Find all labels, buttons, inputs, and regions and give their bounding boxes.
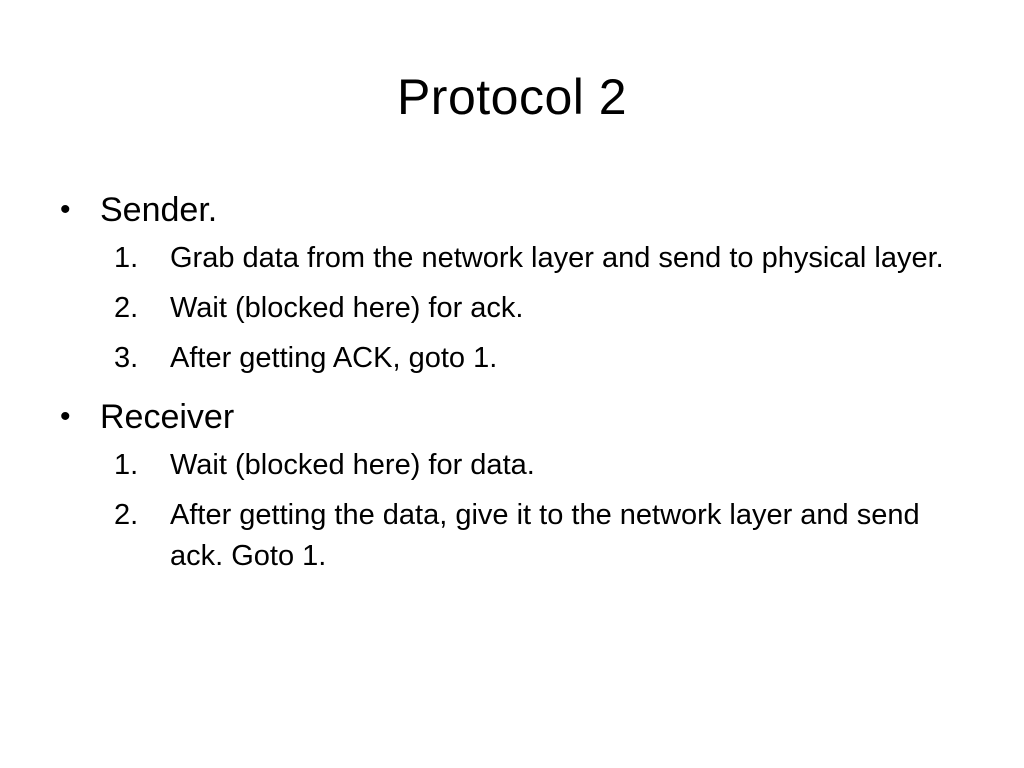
slide-title: Protocol 2 <box>396 69 628 125</box>
step-number: 3. <box>114 342 139 374</box>
section-label: Receiver <box>100 398 235 436</box>
section-label: Sender. <box>100 191 218 229</box>
slide-content: • Sender. 1. Grab data from the network … <box>58 182 958 586</box>
step-text: Wait (blocked here) for ack. <box>170 292 524 324</box>
step-text: After getting the data, give it to the n… <box>170 499 920 572</box>
step-number: 2. <box>114 499 139 531</box>
section-sender: • Sender. <box>58 182 958 238</box>
step-number: 1. <box>114 242 139 274</box>
section-receiver: • Receiver <box>58 389 958 445</box>
step-number: 1. <box>114 449 139 481</box>
list-item: 1. Wait (blocked here) for data. <box>114 445 958 486</box>
receiver-steps: 1. Wait (blocked here) for data. 2. Afte… <box>114 445 958 577</box>
list-item: 2. After getting the data, give it to th… <box>114 495 958 577</box>
step-text: Grab data from the network layer and sen… <box>170 242 944 274</box>
sender-steps: 1. Grab data from the network layer and … <box>114 238 958 379</box>
step-text: After getting ACK, goto 1. <box>170 342 498 374</box>
list-item: 2. Wait (blocked here) for ack. <box>114 288 958 329</box>
step-text: Wait (blocked here) for data. <box>170 449 535 481</box>
list-item: 3. After getting ACK, goto 1. <box>114 338 958 379</box>
bullet-icon: • <box>60 400 71 433</box>
list-item: 1. Grab data from the network layer and … <box>114 238 958 279</box>
step-number: 2. <box>114 292 139 324</box>
bullet-icon: • <box>60 193 71 226</box>
